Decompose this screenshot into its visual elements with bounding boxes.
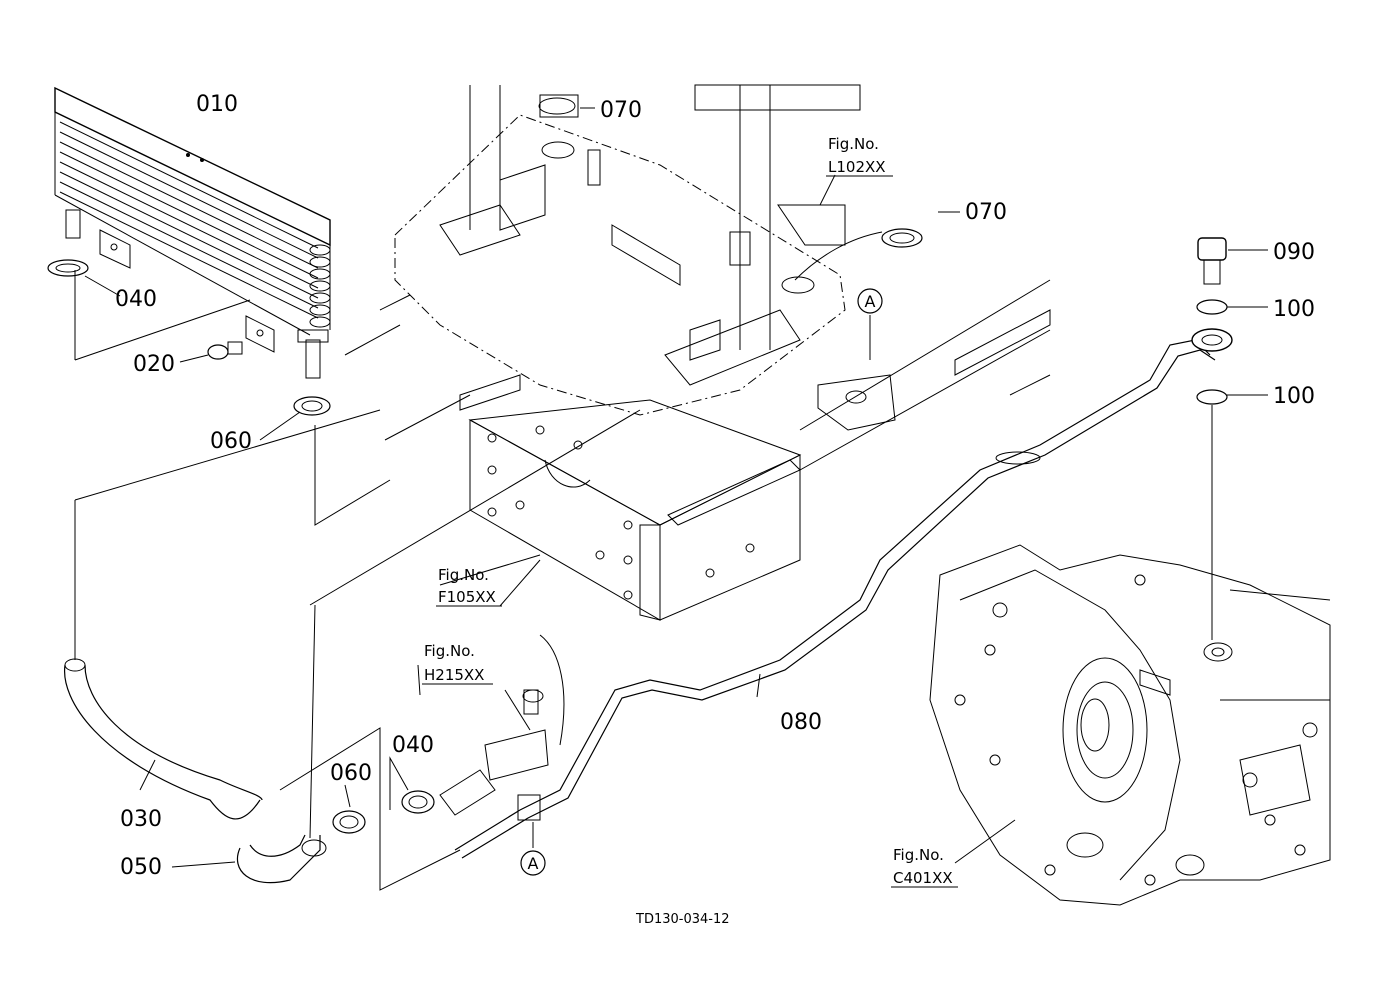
fig-c401-code: C401XX	[893, 869, 953, 887]
label-070-right: 070	[965, 200, 1007, 225]
label-030: 030	[120, 807, 162, 832]
fig-h215-code: H215XX	[424, 666, 484, 684]
label-050: 050	[120, 855, 162, 880]
leader-lines	[74, 107, 1268, 891]
connection-marker-bottom: A	[520, 850, 546, 876]
fig-l102-title: Fig.No.	[828, 135, 879, 153]
lower-hoses-drawing	[64, 634, 565, 884]
connection-marker-top: A	[857, 288, 883, 314]
frame-drawing	[344, 84, 1051, 621]
oil-cooler-drawing	[47, 86, 331, 416]
fig-h215-title: Fig.No.	[424, 642, 475, 660]
fig-f105-title: Fig.No.	[438, 566, 489, 584]
label-070-top: 070	[600, 98, 642, 123]
label-100-bottom: 100	[1273, 384, 1315, 409]
part-labels: 010 020 030 040 040 050 060 060 070 070 …	[115, 92, 1315, 880]
label-040-bottom: 040	[392, 733, 434, 758]
label-080: 080	[780, 710, 822, 735]
figure-reference-l102: Fig.No. L102XX	[826, 135, 893, 177]
fig-f105-code: F105XX	[438, 588, 496, 606]
fig-l102-code: L102XX	[828, 158, 886, 176]
figure-reference-f105: Fig.No. F105XX	[436, 566, 502, 607]
drawing-reference-code: TD130-034-12	[635, 912, 730, 927]
label-010: 010	[196, 92, 238, 117]
oil-pipe-drawing	[454, 339, 1216, 859]
figure-reference-h215: Fig.No. H215XX	[422, 642, 493, 685]
seal-rings-drawing	[794, 228, 923, 281]
transmission-case-drawing	[929, 544, 1331, 906]
label-060-top: 060	[210, 429, 252, 454]
label-040-top: 040	[115, 287, 157, 312]
marker-top-text: A	[865, 292, 876, 311]
label-020: 020	[133, 352, 175, 377]
label-060-bottom: 060	[330, 761, 372, 786]
marker-bottom-text: A	[528, 854, 539, 873]
banjo-bolt-drawing	[1191, 237, 1233, 640]
fig-c401-title: Fig.No.	[893, 846, 944, 864]
label-100-top: 100	[1273, 297, 1315, 322]
figure-reference-c401: Fig.No. C401XX	[891, 846, 958, 888]
label-090: 090	[1273, 240, 1315, 265]
